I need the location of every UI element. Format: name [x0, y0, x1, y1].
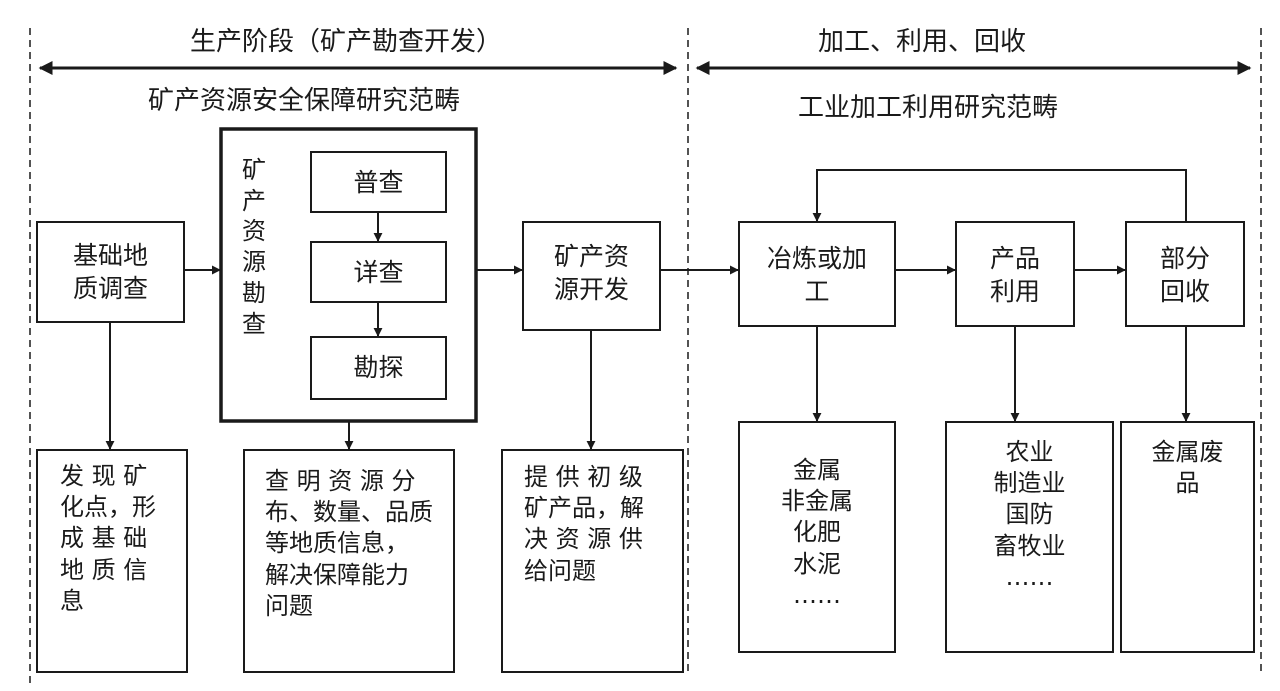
- arrow-recovery-feedback-loop: [812, 169, 1187, 222]
- box-outcome-smelting: [738, 421, 896, 653]
- basic-geology-label: 基础地 质调查: [72, 241, 148, 304]
- exploration-group-label: 矿 产 资 源 勘 查: [242, 156, 266, 338]
- smelting-label: 冶炼或加 工: [766, 244, 867, 307]
- outcome-exploration-text: 查 明 资 源 分 布、数量、品质 等地质信息， 解决保障能力 问题: [265, 467, 433, 620]
- outcome-smelting-text: 金属 非金属 化肥 水泥 ……: [781, 456, 853, 609]
- development-label: 矿产资 源开发: [553, 242, 629, 305]
- recovery-label: 部分 回收: [1159, 244, 1210, 307]
- box-outcome-product-use: [945, 421, 1114, 653]
- outcome-product-use-text: 农业 制造业 国防 畜牧业 ……: [993, 438, 1066, 591]
- product-use-label: 产品 利用: [989, 244, 1040, 307]
- industrial-scope-label: 工业加工利用研究范畴: [798, 93, 1059, 123]
- processing-stage-header: 加工、利用、回收: [818, 27, 1027, 57]
- production-stage-header: 生产阶段（矿产勘查开发）: [190, 27, 503, 57]
- outcome-development-text: 提 供 初 级 矿产品，解 决 资 源 供 给问题: [524, 463, 644, 585]
- survey-prospecting-label: 勘探: [353, 353, 404, 382]
- box-outcome-exploration: [243, 449, 455, 673]
- outcome-recovery-text: 金属废 品: [1151, 438, 1224, 498]
- survey-general-label: 普查: [353, 168, 404, 197]
- outcome-basic-geology-text: 发 现 矿 化点，形 成 基 础 地 质 信 息: [60, 462, 156, 615]
- box-outcome-recovery: [1120, 421, 1255, 653]
- box-survey-prospecting: [310, 336, 447, 400]
- survey-detailed-label: 详查: [353, 258, 404, 287]
- security-scope-label: 矿产资源安全保障研究范畴: [148, 86, 461, 116]
- box-outcome-basic-geology: [36, 449, 188, 673]
- box-outcome-development: [501, 449, 684, 673]
